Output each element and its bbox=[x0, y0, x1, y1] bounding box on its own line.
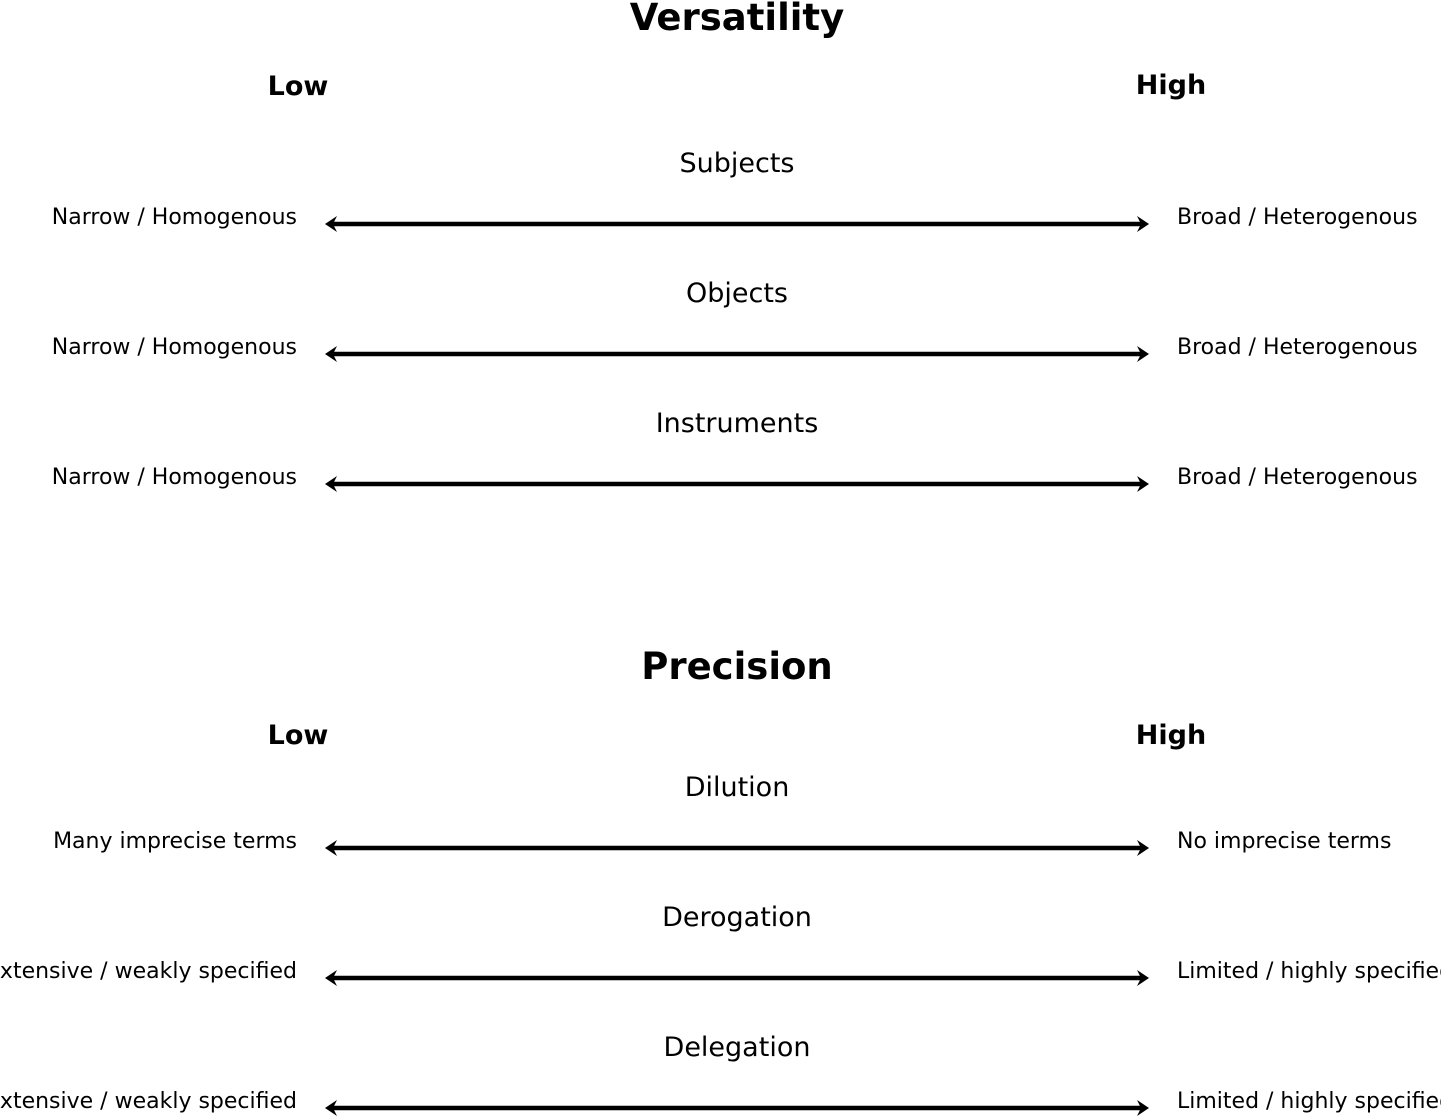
low-end-label: Many imprecise terms bbox=[53, 829, 297, 854]
dimension-row-instruments: Instruments Narrow / Homogenous Broad / … bbox=[52, 408, 1418, 492]
low-label: Low bbox=[268, 71, 329, 102]
high-end-label: Broad / Heterogenous bbox=[1177, 465, 1418, 490]
section-versatility: Versatility Low High Subjects Narrow / H… bbox=[52, 0, 1418, 492]
double-arrow bbox=[325, 1100, 1149, 1116]
double-arrow bbox=[325, 216, 1149, 232]
double-arrow bbox=[325, 346, 1149, 362]
section-title: Versatility bbox=[630, 0, 844, 39]
high-label: High bbox=[1136, 720, 1206, 751]
section-title: Precision bbox=[641, 645, 833, 688]
dimension-row-objects: Objects Narrow / Homogenous Broad / Hete… bbox=[52, 278, 1418, 362]
high-label: High bbox=[1136, 70, 1206, 101]
dimension-row-subjects: Subjects Narrow / Homogenous Broad / Het… bbox=[52, 148, 1418, 232]
dimension-label: Delegation bbox=[664, 1032, 811, 1063]
low-label: Low bbox=[268, 720, 329, 751]
dimension-label: Instruments bbox=[656, 408, 819, 439]
low-end-label: Narrow / Homogenous bbox=[52, 335, 297, 360]
double-arrow bbox=[325, 476, 1149, 492]
double-arrow bbox=[325, 970, 1149, 986]
low-end-label: Narrow / Homogenous bbox=[52, 465, 297, 490]
high-end-label: No imprecise terms bbox=[1177, 829, 1391, 854]
section-precision: Precision Low High Dilution Many impreci… bbox=[0, 645, 1441, 1116]
low-end-label: Extensive / weakly specified bbox=[0, 959, 297, 984]
high-end-label: Limited / highly specified bbox=[1177, 1089, 1441, 1114]
high-end-label: Limited / highly specified bbox=[1177, 959, 1441, 984]
dimension-label: Derogation bbox=[662, 902, 812, 933]
dimension-label: Dilution bbox=[685, 772, 790, 803]
low-end-label: Extensive / weakly specified bbox=[0, 1089, 297, 1114]
high-end-label: Broad / Heterogenous bbox=[1177, 205, 1418, 230]
high-end-label: Broad / Heterogenous bbox=[1177, 335, 1418, 360]
dimension-row-dilution: Dilution Many imprecise terms No impreci… bbox=[53, 772, 1391, 856]
dimension-label: Subjects bbox=[679, 148, 794, 179]
dimension-label: Objects bbox=[686, 278, 788, 309]
dimension-row-derogation: Derogation Extensive / weakly specified … bbox=[0, 902, 1441, 986]
double-arrow bbox=[325, 840, 1149, 856]
dimension-row-delegation: Delegation Extensive / weakly specified … bbox=[0, 1032, 1441, 1116]
low-end-label: Narrow / Homogenous bbox=[52, 205, 297, 230]
